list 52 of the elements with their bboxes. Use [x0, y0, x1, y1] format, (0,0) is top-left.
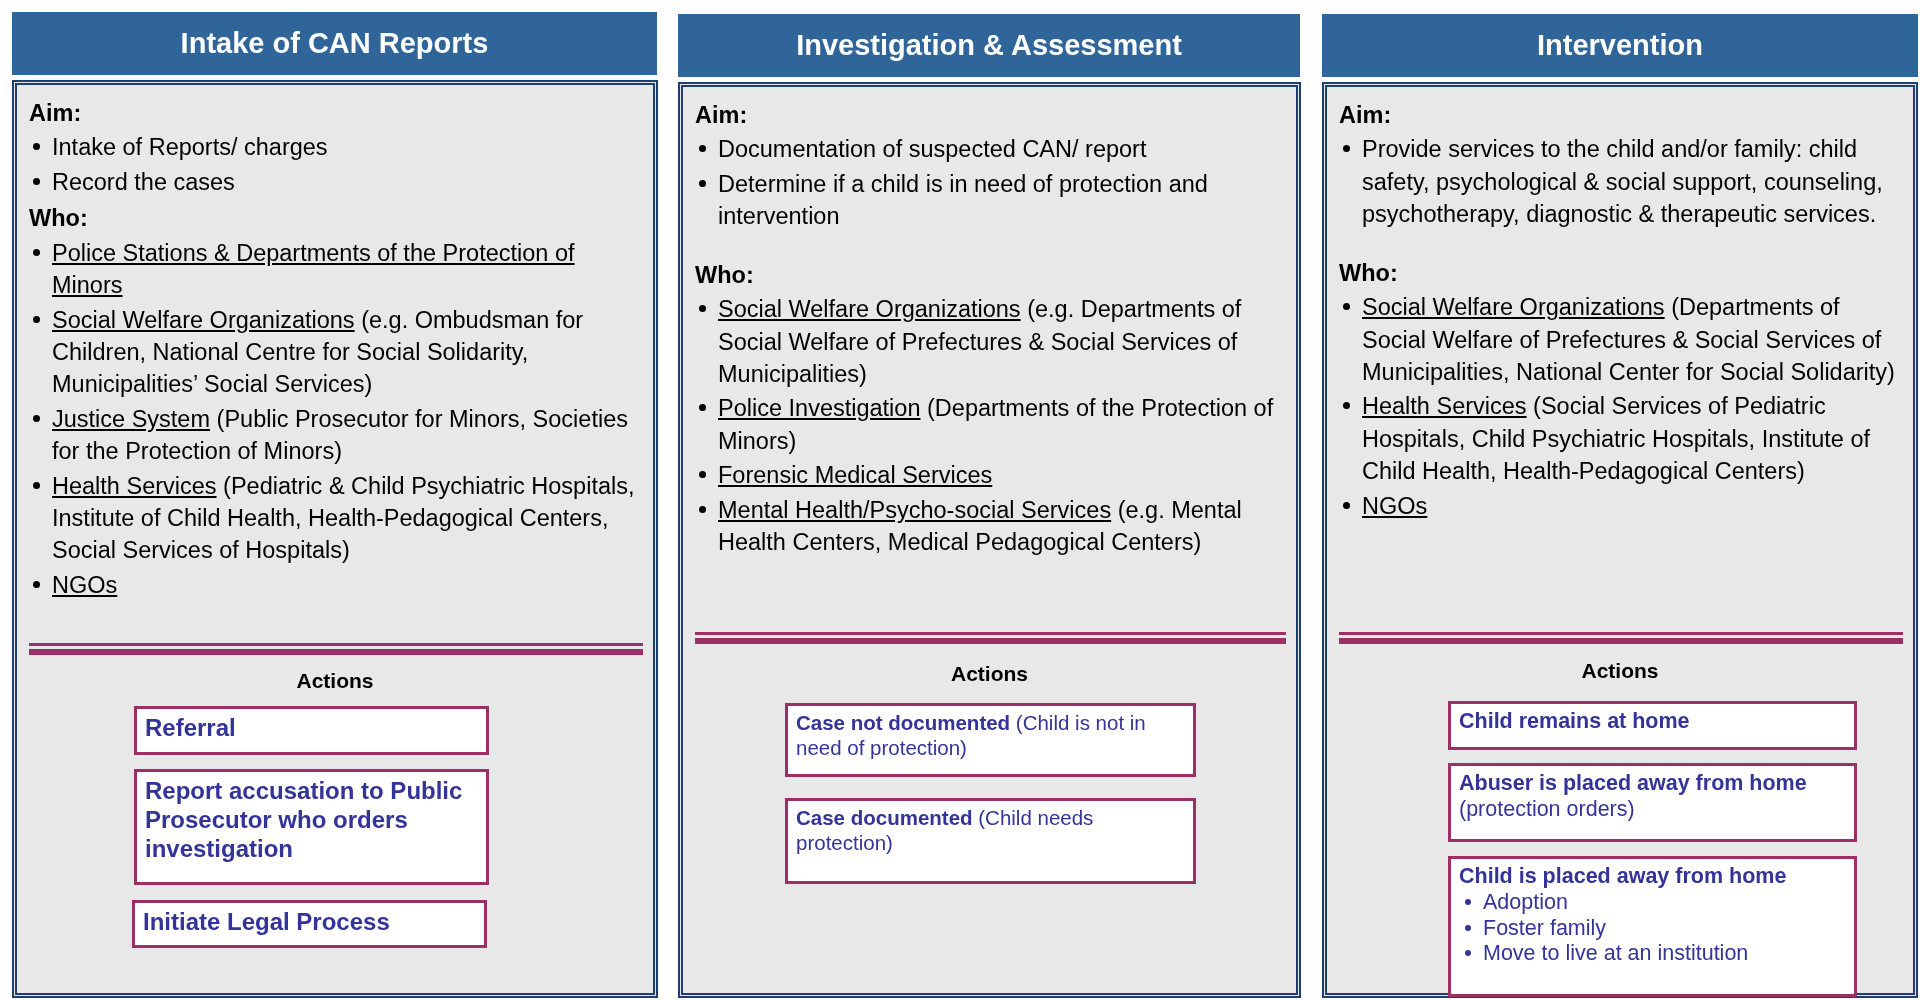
- bullet-item: Foster family: [1483, 915, 1607, 940]
- action-text: (protection orders): [1459, 796, 1636, 823]
- action-box: [1448, 856, 1857, 997]
- action-text: Report accusation to Public Prosecutor who orders investigation: [145, 777, 464, 864]
- column-header: Investigation & Assessment: [678, 14, 1300, 77]
- action-text: Child is placed away from home: [1459, 864, 1788, 890]
- bullet-item: Mental Health/Psycho-social Services (e.g. Mental Health Centers, Medical Pedagogical Centers): [718, 496, 1242, 556]
- action-text: Referral: [145, 714, 237, 743]
- column-panel: [678, 82, 1301, 998]
- bullet-item: Determine if a child is in need of protection and intervention: [718, 170, 1208, 230]
- section-heading: Who:: [1339, 258, 1399, 288]
- column-panel: [12, 80, 658, 998]
- bullet-item: Police Stations & Departments of the Protection of Minors: [52, 239, 575, 299]
- action-box: [134, 769, 489, 885]
- action-text: Case not documented (Child is not in need of protection): [796, 711, 1147, 761]
- section-heading: Actions: [951, 662, 1028, 686]
- section-heading: Aim:: [29, 99, 83, 128]
- bullet-item: Move to live at an institution: [1483, 941, 1749, 966]
- column-header: Intake of CAN Reports: [12, 12, 657, 75]
- section-heading: Aim:: [695, 101, 749, 130]
- column-header: Intervention: [1322, 14, 1918, 77]
- section-heading: Who:: [695, 260, 755, 290]
- bullet-item: Provide services to the child and/or family: child safety, psychological & social support, counseling, psychotherapy, diagnostic & therapeutic services.: [1362, 136, 1883, 228]
- bullet-item: Health Services (Pediatric & Child Psychiatric Hospitals, Institute of Child Health, Health-Pedagogical Centers, Social Services of Hospitals): [52, 472, 635, 564]
- section-heading: Who:: [29, 204, 89, 234]
- bullet-item: Social Welfare Organizations (Departments of Social Welfare of Prefectures & Social Services of Municipalities, National Center for Social Solidarity): [1362, 294, 1895, 385]
- action-box: [785, 798, 1196, 884]
- action-box: [1448, 763, 1857, 842]
- bullet-item: Police Investigation (Departments of the Protection of Minors): [718, 395, 1274, 454]
- bullet-item: Intake of Reports/ charges: [52, 134, 328, 161]
- action-box: [1448, 701, 1857, 750]
- bullet-item: Social Welfare Organizations (e.g. Ombudsman for Children, National Centre for Social Solidarity, Municipalities’ Social Services): [52, 306, 584, 398]
- action-box: [785, 703, 1196, 777]
- bullet-item: Forensic Medical Services: [718, 462, 993, 489]
- action-text: Initiate Legal Process: [143, 908, 391, 937]
- section-heading: Actions: [296, 669, 374, 693]
- action-box: [134, 706, 489, 755]
- bullet-item: Documentation of suspected CAN/ report: [718, 136, 1147, 163]
- bullet-item: NGOs: [52, 571, 118, 598]
- action-text: Case documented (Child needs protection): [796, 806, 1095, 856]
- action-box: [132, 900, 487, 948]
- bullet-item: Adoption: [1483, 889, 1568, 914]
- action-text: Child remains at home: [1459, 709, 1691, 735]
- bullet-item: Health Services (Social Services of Pediatric Hospitals, Child Psychiatric Hospitals, Institute of Child Health, Health-Pedagogical Centers): [1362, 393, 1871, 485]
- action-text: Abuser is placed away from home: [1459, 771, 1808, 797]
- column-panel: [1322, 82, 1918, 998]
- bullet-item: Record the cases: [52, 168, 235, 195]
- bullet-item: Justice System (Public Prosecutor for Minors, Societies for the Protection of Minors): [52, 405, 628, 465]
- bullet-item: Social Welfare Organizations (e.g. Departments of Social Welfare of Prefectures & Social Services of Municipalities): [718, 296, 1242, 387]
- section-heading: Aim:: [1339, 101, 1393, 130]
- bullet-item: NGOs: [1362, 492, 1428, 519]
- section-heading: Actions: [1581, 659, 1659, 683]
